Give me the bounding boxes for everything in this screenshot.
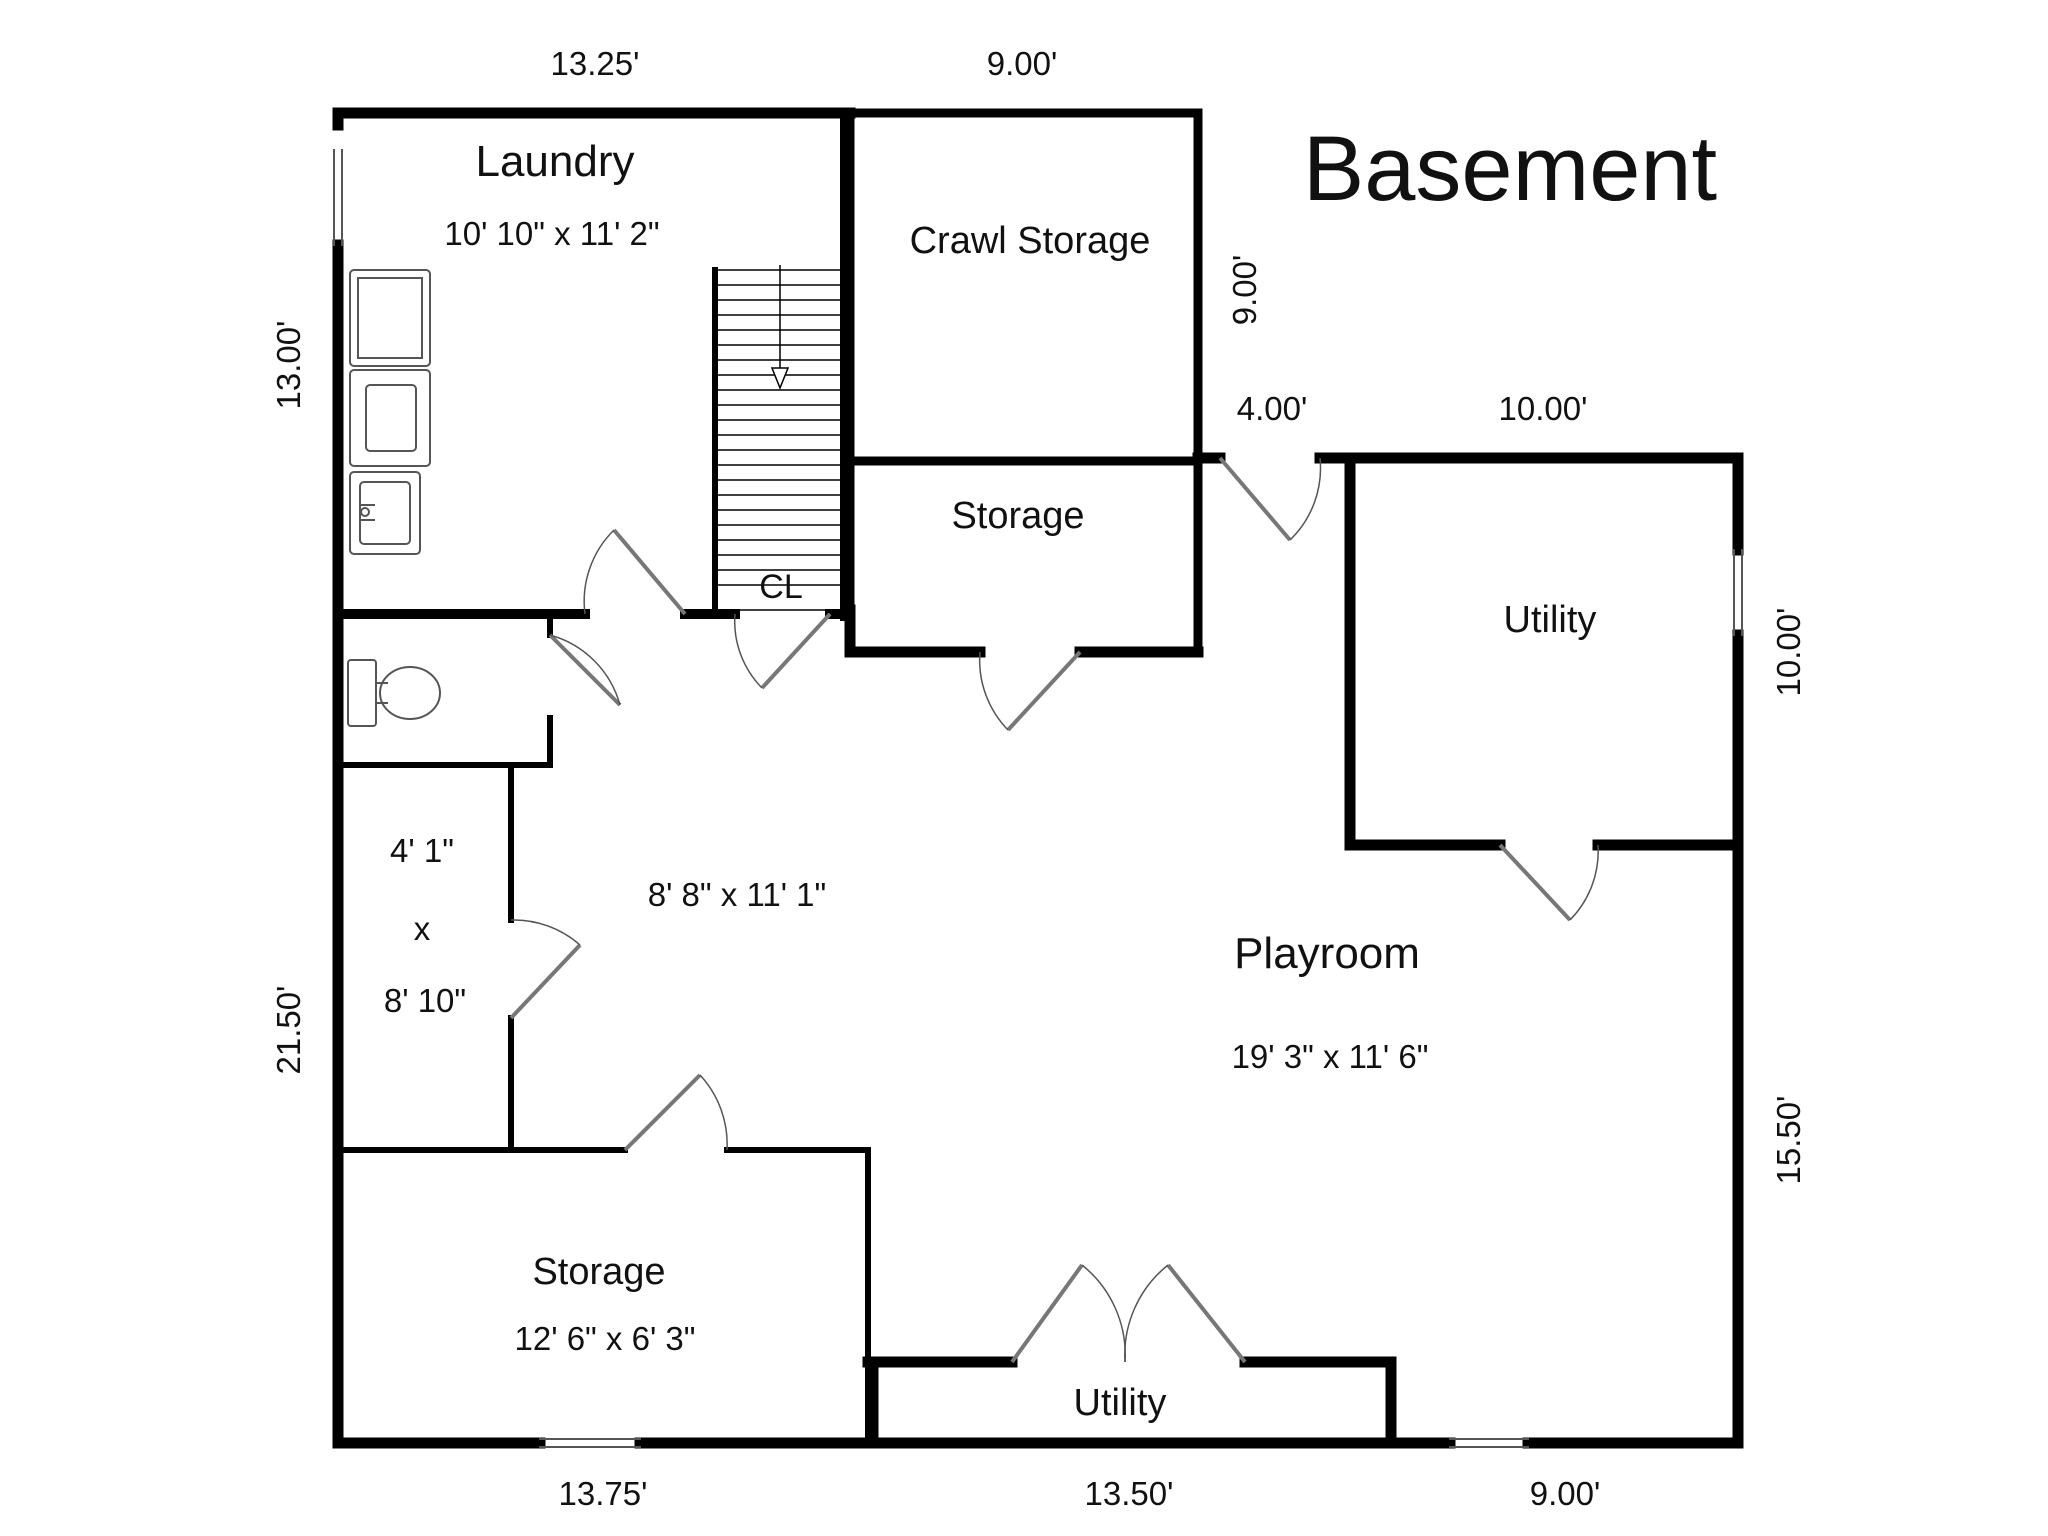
small-room-x: x <box>414 910 431 947</box>
playroom-size: 19' 3" x 11' 6" <box>1232 1038 1429 1075</box>
hall-size: 8' 8" x 11' 1" <box>648 876 827 913</box>
storage-upper-door[interactable] <box>978 650 1082 732</box>
walls <box>332 107 1744 1449</box>
dim-utility-top: 10.00' <box>1499 390 1588 427</box>
dim-top-mid: 9.00' <box>987 45 1058 82</box>
closet-name: CL <box>759 568 802 606</box>
small-room-width: 4' 1" <box>390 832 454 869</box>
playroom-name: Playroom <box>1234 929 1420 978</box>
dim-bottom-left: 13.75' <box>559 1475 648 1512</box>
utility-bottom-double-door[interactable] <box>1010 1263 1247 1364</box>
storage-lower-size: 12' 6" x 6' 3" <box>515 1320 696 1357</box>
storage-lower-name: Storage <box>532 1251 665 1293</box>
laundry-name: Laundry <box>475 137 634 186</box>
small-room-height: 8' 10" <box>384 982 466 1019</box>
dim-gap-top: 4.00' <box>1237 390 1308 427</box>
storage-upper-name: Storage <box>951 495 1084 537</box>
storage-lower-door[interactable] <box>623 1073 728 1152</box>
dim-left-upper: 13.00' <box>270 321 307 410</box>
staircase <box>714 269 844 611</box>
sink-icon <box>349 471 421 555</box>
dim-bottom-mid: 13.50' <box>1085 1475 1174 1512</box>
utility-bottom-name: Utility <box>1074 1382 1167 1424</box>
laundry-size: 10' 10" x 11' 2" <box>444 215 659 252</box>
dryer-icon <box>349 369 431 467</box>
toilet-icon <box>347 659 441 727</box>
washer-icon <box>349 269 431 367</box>
stair-arrow-icon <box>770 265 790 391</box>
dim-right-lower: 15.50' <box>1770 1096 1807 1185</box>
utility-right-name: Utility <box>1504 599 1597 641</box>
dim-top-left: 13.25' <box>551 45 640 82</box>
crawl-storage-name: Crawl Storage <box>910 220 1151 262</box>
small-room-door[interactable] <box>509 919 582 1020</box>
dim-left-lower: 21.50' <box>270 986 307 1075</box>
plan-title: Basement <box>1303 118 1717 220</box>
bathroom-door[interactable] <box>548 633 622 707</box>
laundry-door[interactable] <box>583 528 687 616</box>
utility-right-door[interactable] <box>1498 843 1599 922</box>
doors <box>509 456 1599 1364</box>
hall-door[interactable] <box>1218 456 1322 542</box>
dim-right-upper: 10.00' <box>1770 608 1807 697</box>
dim-bottom-right: 9.00' <box>1530 1475 1601 1512</box>
dim-crawl-right: 9.00' <box>1226 255 1263 326</box>
closet-door[interactable] <box>733 612 832 690</box>
